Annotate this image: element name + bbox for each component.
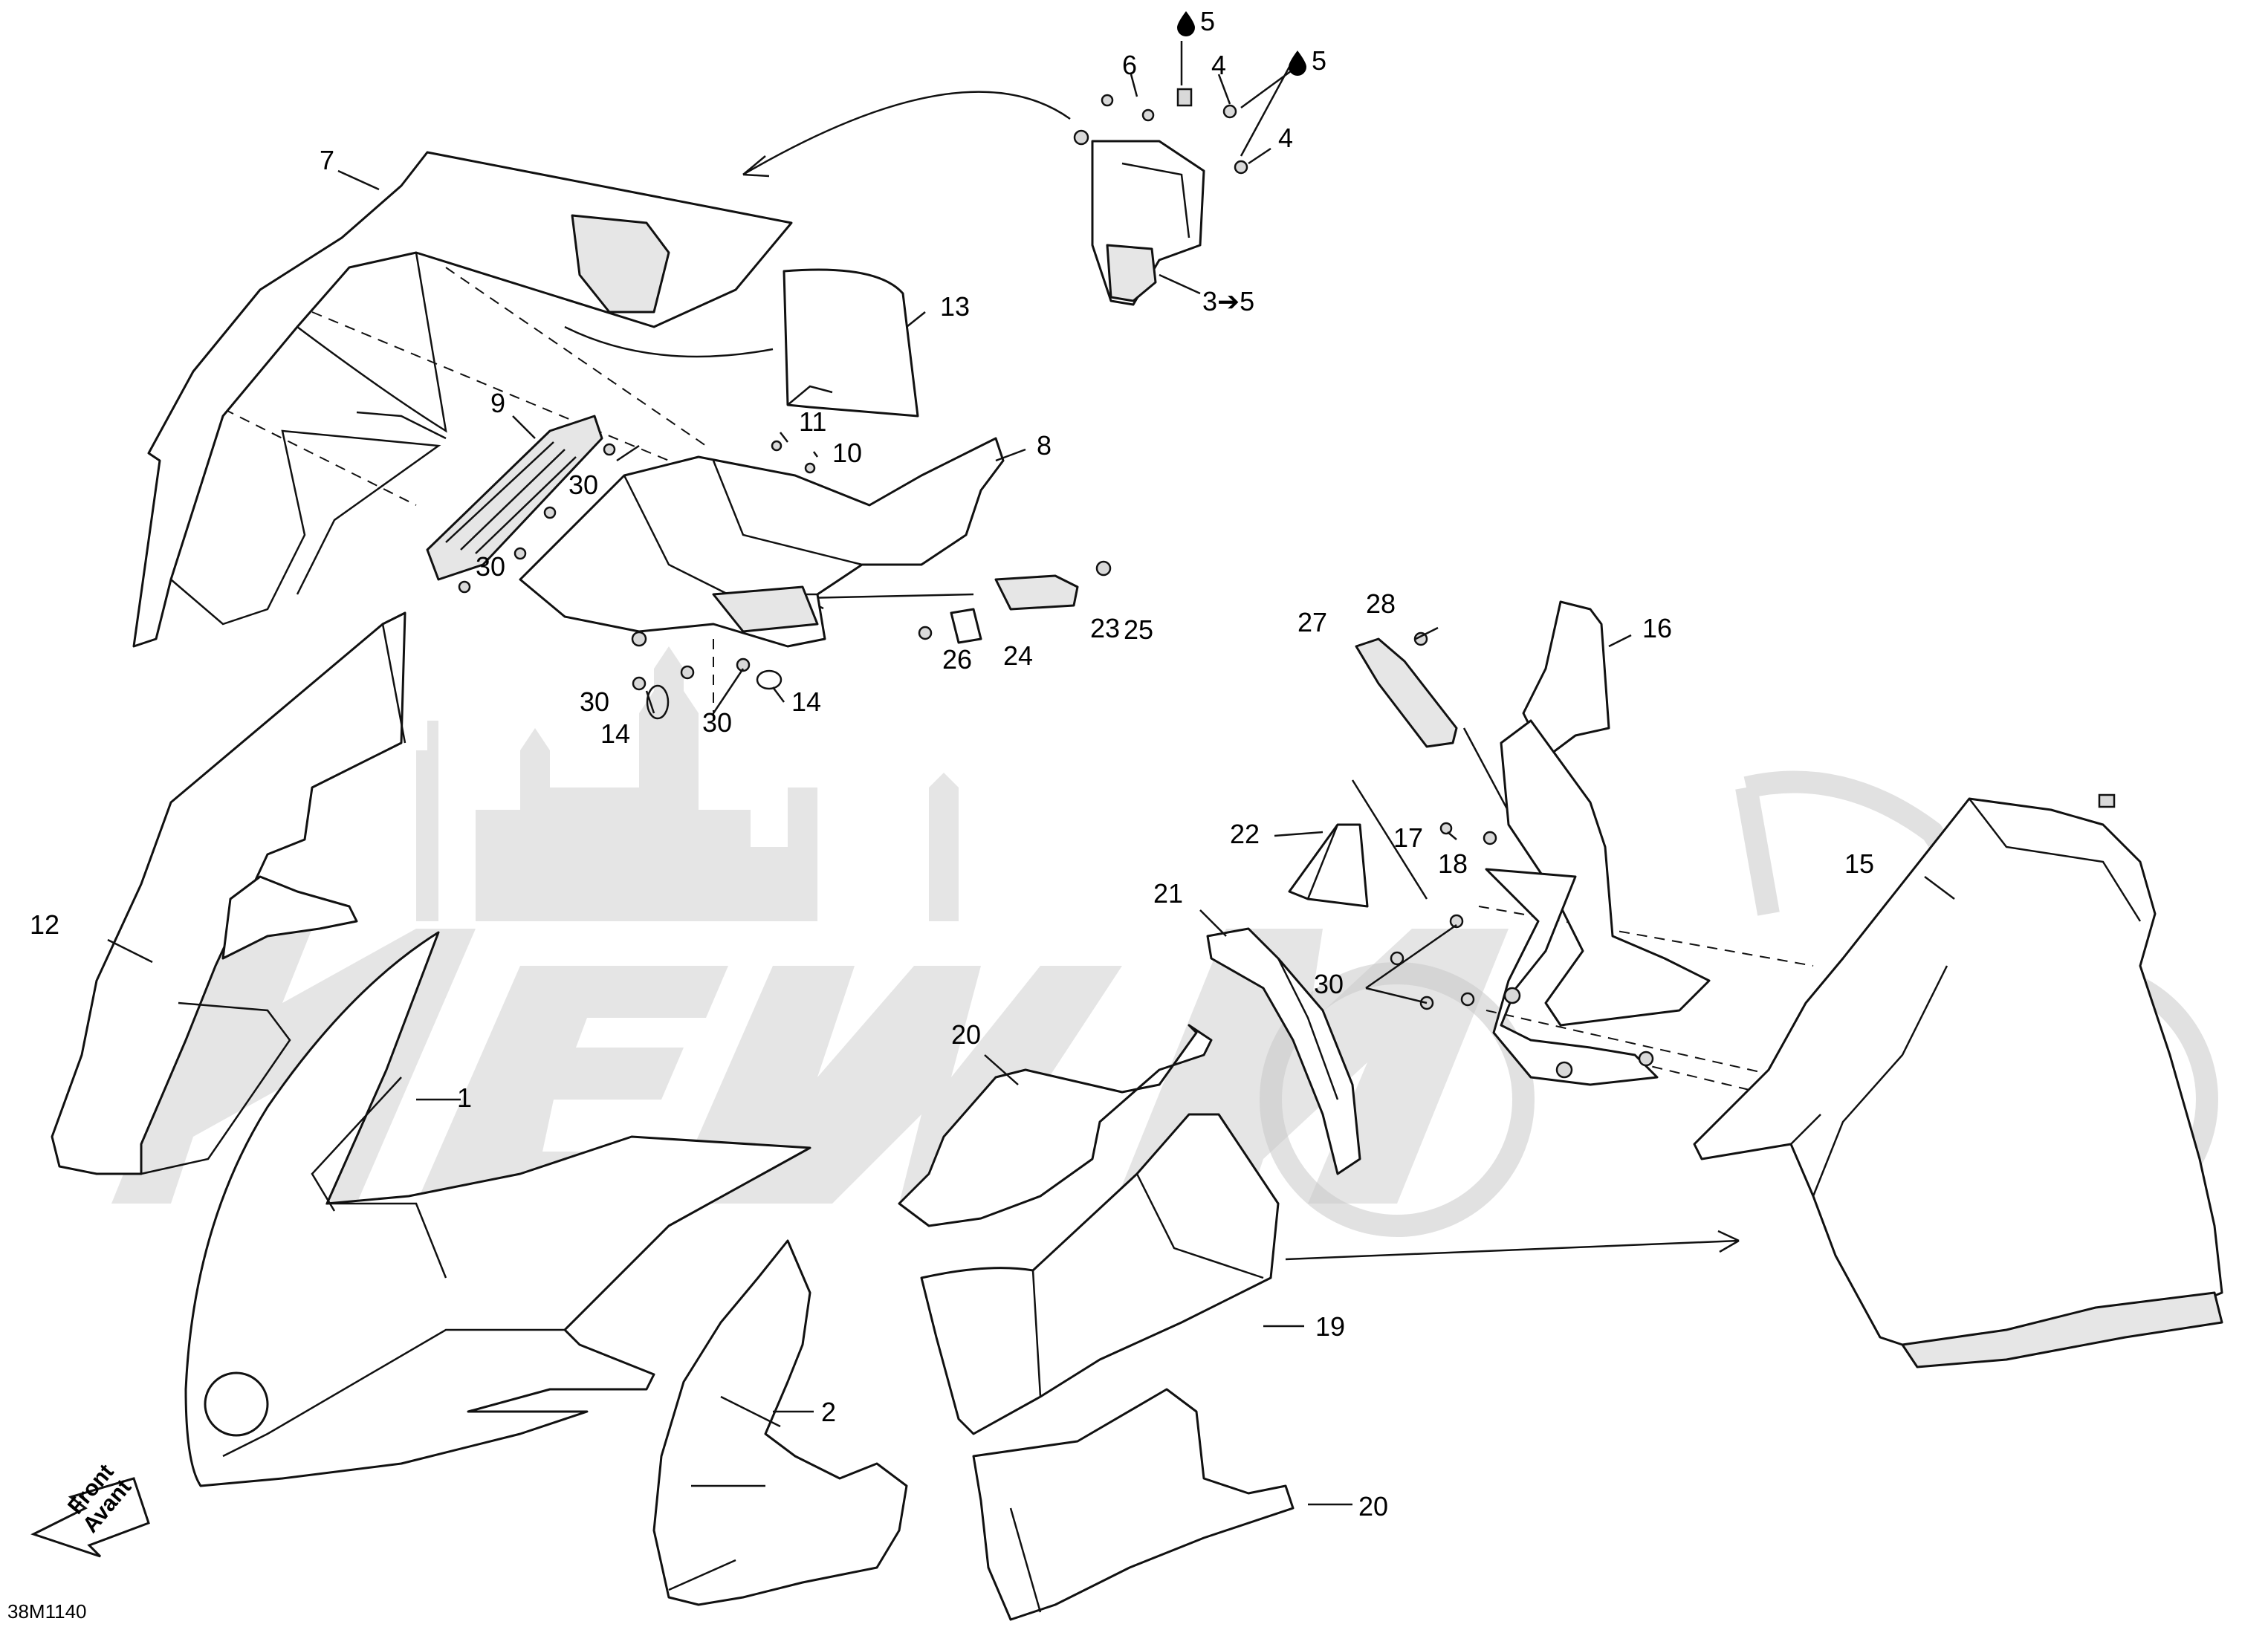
part-13-panel	[783, 268, 919, 418]
arrow-19-to-15	[1285, 1239, 1740, 1261]
callout-10: 10	[832, 438, 862, 468]
callout-30-e: 30	[1314, 969, 1344, 999]
dash-line-2	[207, 400, 417, 506]
insert	[1176, 88, 1193, 107]
callout-29: 28	[1366, 588, 1396, 619]
callout-19: 19	[1315, 1311, 1345, 1342]
callout-30-d: 30	[702, 707, 732, 738]
callout-22: 21	[1153, 878, 1183, 909]
callout-4-b: 4	[1278, 123, 1293, 153]
part-1-front-fairing	[184, 931, 811, 1487]
arrow-23	[1351, 779, 1428, 900]
callout-30-a: 30	[568, 470, 598, 500]
callout-24: 23	[1090, 613, 1120, 643]
callout-11: 11	[799, 406, 826, 437]
diagram-id: 38M1140	[7, 1600, 87, 1623]
arrow-24-to-8	[802, 593, 974, 600]
part-7-upper-fairing	[132, 151, 793, 648]
drop-icon	[1177, 11, 1195, 36]
callout-30-c: 30	[580, 686, 609, 717]
callout-17: 17	[1393, 822, 1423, 853]
callout-14-a: 14	[600, 718, 630, 749]
callout-5-a: 5	[1200, 6, 1215, 36]
callout-16: 16	[1642, 613, 1672, 643]
part-8-inner-bracket	[519, 437, 1005, 648]
arrowhead-1	[742, 155, 770, 178]
callout-30-b: 30	[476, 551, 505, 582]
arrow-13-to-7	[564, 325, 774, 358]
callout-25: 24	[1003, 640, 1033, 671]
callout-23: 22	[1230, 819, 1260, 849]
part-15-right-fairing	[1693, 793, 2223, 1368]
part-12-side-strip	[51, 611, 406, 1175]
part-2-lower-panel	[652, 1239, 908, 1606]
callout-12: 12	[30, 909, 59, 940]
part-20-lower-panel	[972, 1388, 1295, 1621]
arrow-6-to-7	[742, 91, 1071, 176]
callout-21: 20	[951, 1019, 981, 1050]
leader-lines	[107, 41, 1955, 1506]
callout-1: 1	[457, 1082, 472, 1113]
callout-5-b: 5	[1312, 45, 1326, 76]
callout-20: 20	[1358, 1491, 1388, 1522]
callout-18: 18	[1438, 848, 1468, 879]
part-16-bracket	[1485, 600, 1711, 1086]
callout-labels: 7 13 8 9 11 10 30 30 30 30 14 14 6 5 4 5…	[30, 6, 1874, 1522]
watermark-letter-e	[416, 966, 728, 1204]
nut	[1234, 160, 1248, 175]
hardware-14-30	[632, 440, 816, 720]
dash-line-6	[1485, 1010, 1784, 1078]
arrowhead-3	[1717, 1230, 1740, 1253]
parts-24-27-clips	[918, 560, 1112, 644]
callout-4-a: 4	[1211, 50, 1226, 80]
dash-line-7	[1634, 1062, 1821, 1108]
watermark-wheel-left	[1260, 962, 1535, 1237]
part-6-bracket-assembly	[1073, 88, 1248, 306]
callout-7: 7	[320, 145, 334, 175]
washer	[1141, 108, 1155, 122]
callout-3-to-5: 3➔5	[1202, 286, 1254, 316]
dash-line-1	[311, 311, 670, 461]
callout-28: 27	[1297, 607, 1327, 637]
callout-9: 9	[490, 388, 505, 418]
part-9-vent-grille	[426, 415, 616, 594]
assembly-arrows	[564, 91, 1740, 1261]
callout-2: 2	[821, 1397, 836, 1427]
screw	[1073, 129, 1089, 146]
part-23-block	[1288, 823, 1369, 908]
drop-icon	[1289, 51, 1306, 76]
callout-13: 13	[940, 291, 970, 322]
front-direction-arrow: Front Avant	[30, 1460, 150, 1558]
callout-14-b: 14	[791, 686, 821, 717]
callout-6: 6	[1122, 50, 1137, 80]
watermark-moto-frame	[1735, 770, 2091, 1105]
part-19-side-panel	[920, 1113, 1280, 1435]
callout-8: 8	[1037, 430, 1052, 461]
callout-27: 26	[942, 644, 972, 675]
part-22-strip	[1206, 927, 1361, 1175]
part-21-strip	[898, 1024, 1213, 1227]
watermark-castle-silhouette	[416, 646, 959, 921]
watermark-letter-w	[669, 966, 1122, 1204]
washer	[1101, 94, 1114, 107]
front-arrow-shape	[30, 1477, 150, 1558]
nut	[1222, 104, 1237, 119]
callout-15: 15	[1844, 848, 1874, 879]
callout-26: 25	[1124, 614, 1153, 645]
parts-17-18-28-29	[1355, 631, 1497, 1010]
